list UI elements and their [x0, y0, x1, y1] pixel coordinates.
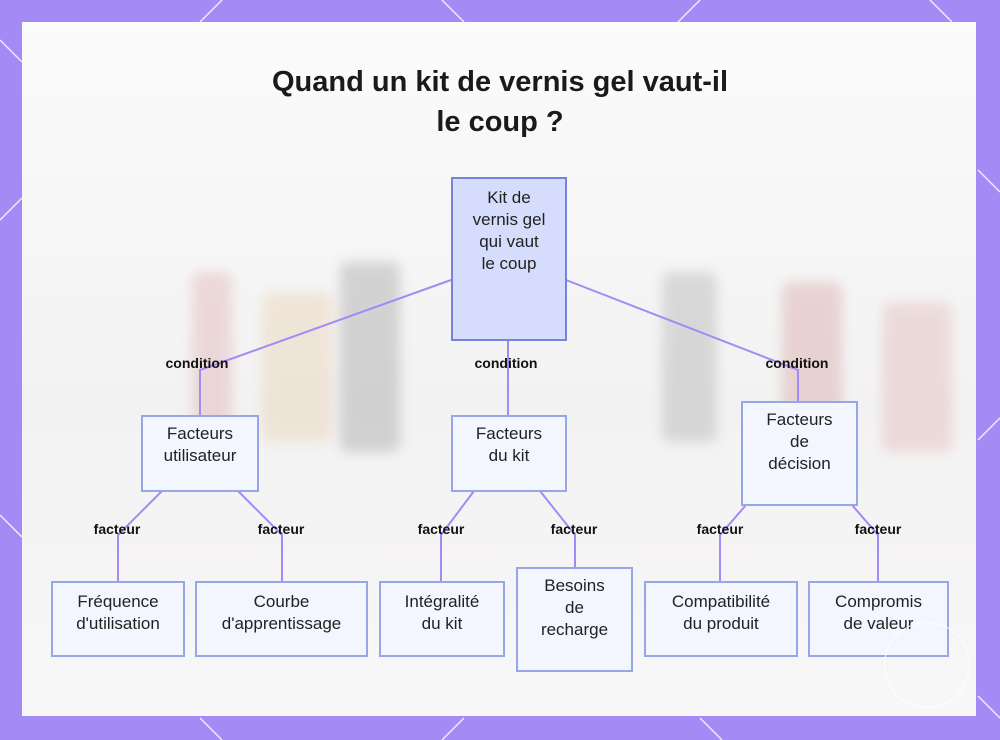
background-bottle [262, 292, 332, 442]
background-bottle [662, 272, 717, 442]
node-compatibilite-produit: Compatibilité du produit [644, 581, 798, 657]
node-label: Fréquence d'utilisation [76, 592, 160, 633]
node-facteurs-du-kit: Facteurs du kit [451, 415, 567, 492]
background-bottle [882, 302, 952, 452]
title-line-1: Quand un kit de vernis gel vaut-il [271, 66, 729, 98]
root-node: Kit de vernis gel qui vaut le coup [451, 177, 567, 341]
edge-label-facteur-3: facteur [417, 521, 465, 537]
edge-branch-1-child-1 [117, 490, 163, 582]
node-label: Facteurs de décision [766, 410, 833, 473]
edge-label-facteur-2: facteur [257, 521, 305, 537]
node-frequence-utilisation: Fréquence d'utilisation [51, 581, 185, 657]
node-label: Facteurs utilisateur [163, 424, 237, 465]
edge-label-facteur-4: facteur [550, 521, 598, 537]
edge-branch-2-child-2 [539, 490, 576, 568]
node-label: Courbe d'apprentissage [221, 592, 342, 633]
title-line-2: le coup ? [436, 106, 564, 138]
edge-label-facteur-5: facteur [696, 521, 744, 537]
edge-label-condition-1: condition [165, 355, 229, 371]
node-facteurs-utilisateur: Facteurs utilisateur [141, 415, 259, 492]
node-label: Compatibilité du produit [671, 592, 771, 633]
edge-label-facteur-6: facteur [854, 521, 902, 537]
node-label: Intégralité du kit [404, 592, 480, 633]
edge-root-branch-3 [565, 279, 799, 402]
watermark-circle [884, 622, 970, 708]
root-node-label: Kit de vernis gel qui vaut le coup [472, 188, 546, 273]
node-label: Besoins de recharge [540, 576, 609, 639]
edge-label-condition-2: condition [474, 355, 538, 371]
edge-label-condition-3: condition [765, 355, 829, 371]
node-label: Compromis de valeur [835, 592, 922, 633]
edge-branch-3-child-1 [719, 504, 747, 582]
edge-branch-2-child-1 [440, 490, 475, 582]
node-besoins-recharge: Besoins de recharge [516, 567, 633, 672]
edge-branch-1-child-2 [237, 490, 283, 582]
node-courbe-apprentissage: Courbe d'apprentissage [195, 581, 368, 657]
node-facteurs-de-decision: Facteurs de décision [741, 401, 858, 506]
node-label: Facteurs du kit [475, 424, 543, 465]
node-integralite-kit: Intégralité du kit [379, 581, 505, 657]
background-bottle [340, 262, 400, 452]
edge-root-branch-1 [199, 279, 452, 416]
edge-branch-3-child-2 [851, 504, 879, 582]
edge-label-facteur-1: facteur [93, 521, 141, 537]
diagram-title: Quand un kit de vernis gel vaut-il le co… [0, 62, 1000, 142]
